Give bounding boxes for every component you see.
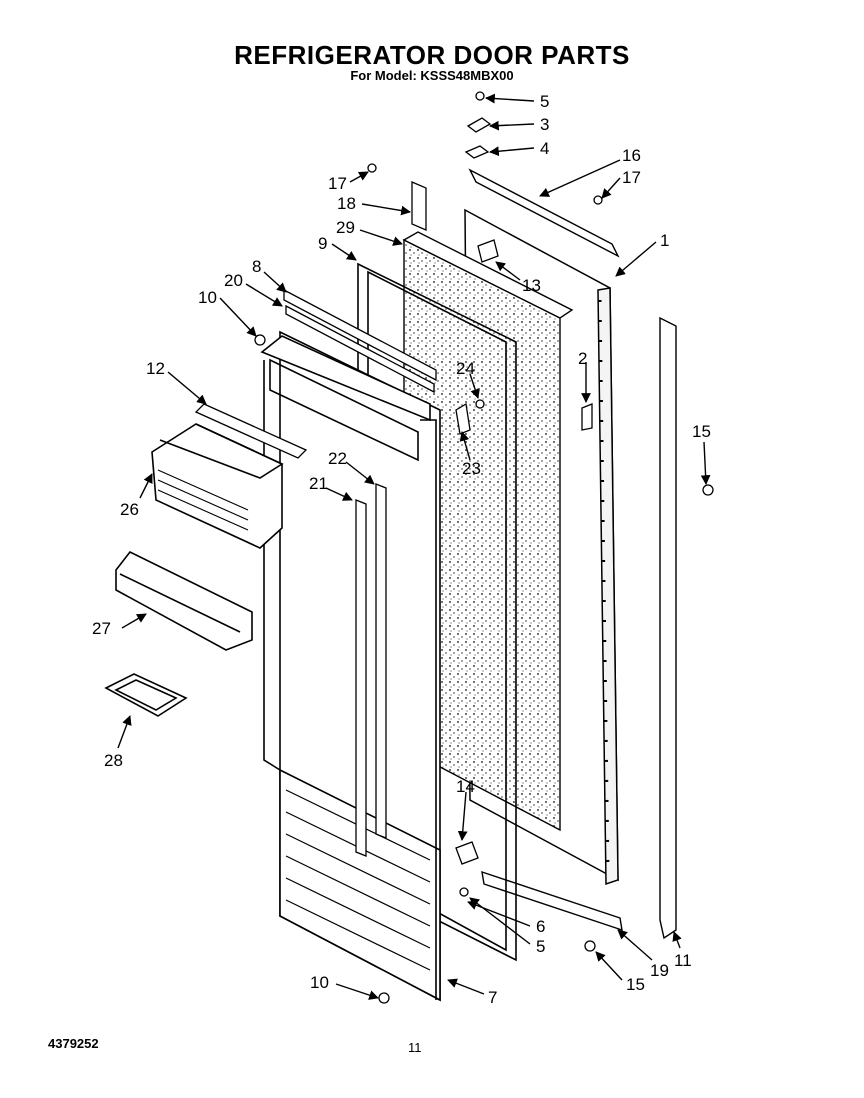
part-3-hinge-top <box>466 117 492 133</box>
callout-labels: 5 3 4 16 17 17 18 29 9 1 13 8 20 10 2 12… <box>92 92 711 1007</box>
part-20-retainer <box>285 304 435 394</box>
callout-15: 15 <box>692 422 711 441</box>
part-23-catch <box>455 402 471 435</box>
part-2-clip <box>581 403 593 431</box>
part-12-cover-strip <box>194 403 308 459</box>
hardware-parts <box>254 91 714 1004</box>
part-18-hinge-strip <box>411 181 427 231</box>
model-subtitle: For Model: KSSS48MBX00 <box>350 68 514 83</box>
callout-6: 6 <box>536 917 545 936</box>
callout-16: 16 <box>622 146 641 165</box>
callout-5: 5 <box>536 937 545 956</box>
callout-29: 29 <box>336 218 355 237</box>
part-26-dairy-compartment <box>151 423 284 549</box>
part-21-rail <box>355 499 367 857</box>
page-title: REFRIGERATOR DOOR PARTS <box>234 40 630 70</box>
part-24-screw <box>475 399 485 409</box>
callout-12: 12 <box>146 359 165 378</box>
callout-28: 28 <box>104 751 123 770</box>
part-15-screw-bottom <box>584 940 596 952</box>
part-10-screw-top <box>254 334 266 346</box>
part-8-top-trim <box>283 288 437 382</box>
part-22-rail <box>375 483 387 839</box>
callout-18: 18 <box>337 194 356 213</box>
part-17-screw-left <box>367 163 377 173</box>
callout-11: 11 <box>674 951 692 970</box>
part-13-bracket <box>477 239 499 263</box>
part-4-shim <box>464 145 490 159</box>
part-11-side-trim <box>659 316 677 940</box>
callout-14: 14 <box>456 777 475 796</box>
callout-17: 17 <box>328 174 347 193</box>
document-number: 4379252 <box>48 1036 99 1051</box>
part-15-screw-side <box>702 484 714 496</box>
callout-10: 10 <box>310 973 329 992</box>
callout-26: 26 <box>120 500 139 519</box>
part-14-hinge-bottom <box>455 841 479 865</box>
callout-3: 3 <box>540 115 549 134</box>
callout-22: 22 <box>328 449 347 468</box>
part-17-screw-right <box>593 195 603 205</box>
part-28-tray <box>104 673 188 717</box>
part-19-bottom-cap <box>481 870 623 932</box>
callout-21: 21 <box>309 474 328 493</box>
part-16-top-cap <box>468 168 620 258</box>
callout-9: 9 <box>318 234 327 253</box>
callout-4: 4 <box>540 139 549 158</box>
leader-lines <box>117 93 711 1000</box>
part-27-door-bin <box>115 550 253 651</box>
callout-8: 8 <box>252 257 261 276</box>
callout-15: 15 <box>626 975 645 994</box>
callout-1: 1 <box>660 231 669 250</box>
part-7-door-liner <box>260 330 441 1002</box>
page-number: 11 <box>408 1040 422 1055</box>
part-5-top-screw <box>475 91 485 101</box>
callout-20: 20 <box>224 271 243 290</box>
part-10-screw-bottom <box>378 992 390 1004</box>
callout-19: 19 <box>650 961 669 980</box>
callout-5: 5 <box>540 92 549 111</box>
callout-10: 10 <box>198 288 217 307</box>
callout-17: 17 <box>622 168 641 187</box>
callout-27: 27 <box>92 619 111 638</box>
callout-23: 23 <box>462 459 481 478</box>
part-5-bottom-screw <box>459 887 469 897</box>
callout-24: 24 <box>456 359 475 378</box>
callout-7: 7 <box>488 988 497 1007</box>
callout-13: 13 <box>522 276 541 295</box>
callout-2: 2 <box>578 349 587 368</box>
